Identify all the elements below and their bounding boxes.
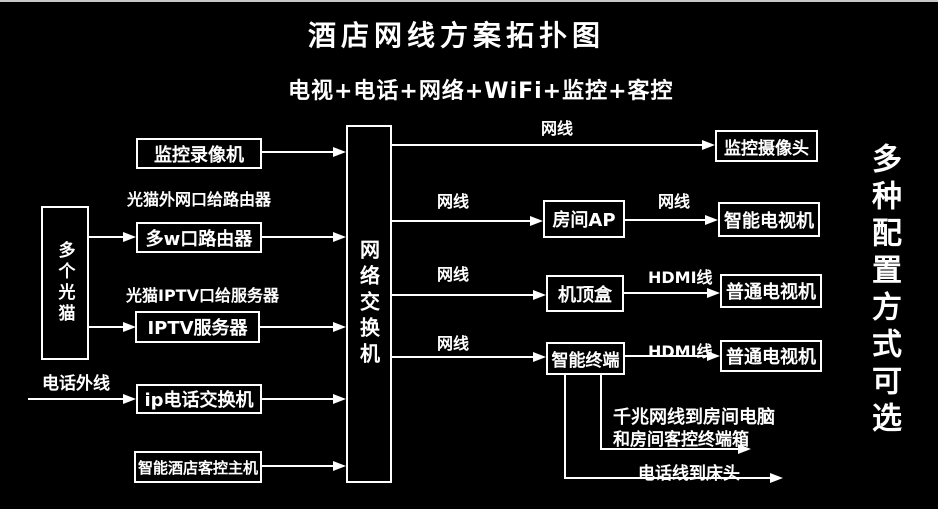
arrowhead-into-switch-4 bbox=[333, 394, 346, 404]
arrowhead-into-tv2 bbox=[707, 351, 720, 361]
vline-terminal-left-drop bbox=[564, 375, 566, 479]
side-note-vertical: 多种配置方式可选 bbox=[866, 143, 901, 439]
label-cable-ap-tv: 网线 bbox=[658, 192, 691, 211]
line-switch-to-terminal bbox=[392, 356, 534, 358]
note-gigabit-line1: 千兆网线到房间电脑 bbox=[613, 407, 775, 428]
top-edge-line bbox=[0, 0, 938, 2]
page-title: 酒店网线方案拓扑图 bbox=[308, 19, 606, 52]
line-pbx-to-switch bbox=[262, 398, 334, 400]
page-subtitle: 电视+电话+网络+WiFi+监控+客控 bbox=[288, 79, 674, 104]
line-switch-to-ap bbox=[392, 220, 531, 222]
label-hdmi-terminal: HDMI线 bbox=[648, 342, 713, 361]
line-terminal-to-bed-phone bbox=[565, 477, 771, 479]
arrowhead-into-pbx bbox=[123, 394, 136, 404]
line-ap-to-smart-tv bbox=[625, 219, 706, 221]
line-router-to-switch bbox=[262, 236, 334, 238]
line-modems-to-iptv bbox=[89, 326, 125, 328]
line-iptv-to-switch bbox=[260, 326, 334, 328]
note-gigabit-line2: 和房间客控终端箱 bbox=[613, 430, 749, 450]
arrowhead-bed-phone-line bbox=[770, 473, 783, 483]
line-terminal-to-gigabit bbox=[601, 448, 739, 450]
arrowhead-into-terminal bbox=[533, 352, 546, 362]
arrowhead-gigabit-line bbox=[738, 444, 751, 454]
line-switch-to-camera bbox=[392, 144, 703, 146]
line-control-host-to-switch bbox=[262, 465, 334, 467]
line-stb-to-tv1 bbox=[624, 292, 708, 294]
node-normal-tv-2: 普通电视机 bbox=[720, 340, 822, 372]
label-cable-stb: 网线 bbox=[437, 265, 470, 284]
label-cable-camera: 网线 bbox=[541, 119, 574, 138]
node-camera: 监控摄像头 bbox=[715, 130, 818, 162]
arrowhead-into-switch-2 bbox=[333, 232, 346, 242]
node-set-top-box: 机顶盒 bbox=[546, 275, 624, 312]
line-phone-outside-to-pbx bbox=[28, 398, 125, 400]
node-optical-modems: 多个光猫 bbox=[41, 206, 89, 360]
node-router: 多w口路由器 bbox=[136, 222, 262, 253]
node-normal-tv-1: 普通电视机 bbox=[720, 274, 822, 308]
label-hdmi-stb: HDMI线 bbox=[648, 268, 713, 287]
arrowhead-into-switch-5 bbox=[333, 461, 346, 471]
node-iptv-server: IPTV服务器 bbox=[135, 311, 260, 343]
node-ip-pbx: ip电话交换机 bbox=[136, 384, 262, 414]
arrowhead-into-tv1 bbox=[707, 288, 720, 298]
arrowhead-into-switch-1 bbox=[333, 147, 346, 157]
node-nvr: 监控录像机 bbox=[136, 138, 262, 169]
arrowhead-into-iptv bbox=[123, 322, 136, 332]
line-modems-to-router bbox=[89, 236, 125, 238]
line-nvr-to-switch bbox=[262, 151, 334, 153]
arrowhead-into-stb bbox=[533, 290, 546, 300]
arrowhead-into-camera bbox=[702, 140, 715, 150]
vline-terminal-right-drop bbox=[600, 375, 602, 450]
note-modem-iptv: 光猫IPTV口给服务器 bbox=[126, 286, 279, 305]
note-modem-wan: 光猫外网口给路由器 bbox=[127, 190, 272, 209]
node-network-switch: 网络交换机 bbox=[346, 125, 392, 483]
note-phone-to-bed: 电话线到床头 bbox=[638, 464, 740, 484]
node-room-ap: 房间AP bbox=[543, 200, 625, 238]
label-cable-ap: 网线 bbox=[437, 192, 470, 211]
arrowhead-into-ap bbox=[530, 216, 543, 226]
line-terminal-to-tv2 bbox=[625, 355, 708, 357]
line-switch-to-stb bbox=[392, 294, 534, 296]
label-cable-terminal: 网线 bbox=[437, 334, 470, 353]
arrowhead-into-router bbox=[123, 232, 136, 242]
node-smart-terminal: 智能终端 bbox=[546, 342, 625, 375]
arrowhead-into-smart-tv bbox=[705, 215, 718, 225]
node-hotel-control-host: 智能酒店客控主机 bbox=[134, 451, 262, 483]
arrowhead-into-switch-3 bbox=[333, 322, 346, 332]
label-phone-outside-line: 电话外线 bbox=[42, 374, 110, 394]
node-smart-tv: 智能电视机 bbox=[718, 202, 820, 237]
